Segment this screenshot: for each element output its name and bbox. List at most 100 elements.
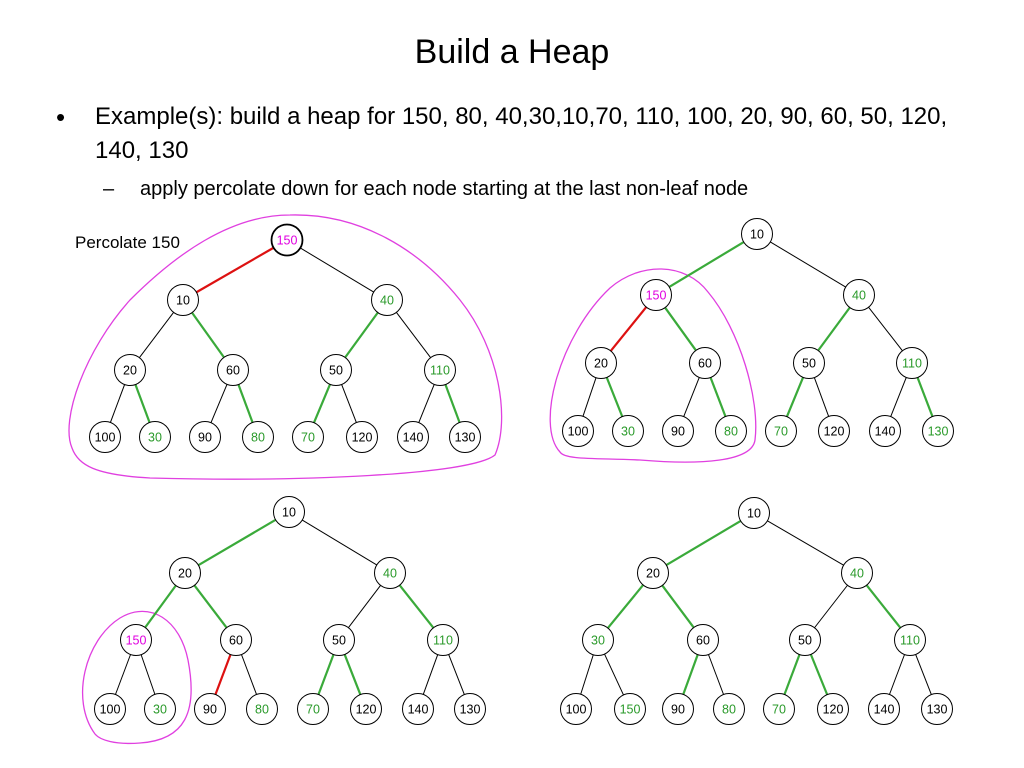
tree-3-edge-10-20 — [197, 518, 277, 567]
node-circle — [114, 354, 146, 386]
node-circle — [614, 693, 646, 725]
tree-2-edge-150-60 — [664, 306, 697, 352]
node-circle — [640, 279, 672, 311]
tree-2-edge-20-30 — [605, 377, 624, 417]
tree-1-edge-40-50 — [344, 311, 379, 359]
tree-2-node: 90 — [662, 415, 694, 447]
tree-3-edge-20-150 — [144, 584, 177, 629]
node-circle — [297, 693, 329, 725]
node-value-label: 10 — [282, 506, 296, 520]
tree-3-node: 110 — [427, 624, 459, 656]
tree-1-node: 10 — [167, 284, 199, 316]
tree-3-node: 140 — [402, 693, 434, 725]
node-circle — [818, 415, 850, 447]
tree-4-node: 110 — [894, 624, 926, 656]
tree-4-node: 140 — [868, 693, 900, 725]
tree-4-node: 60 — [687, 624, 719, 656]
lasso-subtree-150 — [549, 268, 757, 463]
node-circle — [741, 218, 773, 250]
node-value-label: 40 — [383, 567, 397, 581]
node-circle — [662, 415, 694, 447]
node-circle — [612, 415, 644, 447]
node-value-label: 140 — [874, 703, 895, 717]
node-circle — [560, 693, 592, 725]
tree-2-node: 130 — [922, 415, 954, 447]
node-value-label: 90 — [671, 703, 685, 717]
node-value-label: 130 — [928, 425, 949, 439]
lasso-highlights — [68, 214, 757, 745]
node-circle — [89, 421, 121, 453]
tree-4-node: 120 — [817, 693, 849, 725]
node-circle — [427, 624, 459, 656]
node-circle — [582, 624, 614, 656]
tree-1-edge-150-10 — [195, 246, 275, 294]
node-value-label: 20 — [123, 364, 137, 378]
tree-1-edge-50-70 — [312, 383, 332, 424]
node-value-label: 60 — [229, 634, 243, 648]
node-circle — [242, 421, 274, 453]
tree-4-edge-20-30 — [606, 584, 645, 629]
node-value-label: 50 — [332, 634, 346, 648]
node-value-label: 60 — [698, 357, 712, 371]
node-circle — [585, 347, 617, 379]
node-value-label: 110 — [430, 364, 450, 378]
tree-1-node: 60 — [217, 354, 249, 386]
tree-4-node: 20 — [637, 557, 669, 589]
tree-3-edge-50-120 — [343, 654, 362, 695]
node-circle — [217, 354, 249, 386]
node-value-label: 10 — [747, 507, 761, 521]
tree-1-node: 40 — [371, 284, 403, 316]
tree-1-node: 100 — [89, 421, 121, 453]
node-circle — [167, 284, 199, 316]
sub-bullet-dash: – — [103, 178, 115, 200]
tree-4-node: 70 — [763, 693, 795, 725]
tree-2-edge-10-150 — [668, 241, 745, 288]
node-value-label: 110 — [902, 357, 922, 371]
tree-3-edge-110-140 — [422, 654, 439, 695]
tree-1-node: 20 — [114, 354, 146, 386]
node-value-label: 80 — [251, 431, 265, 445]
node-value-label: 150 — [126, 634, 147, 648]
tree-4-edge-110-130 — [915, 654, 932, 695]
tree-2-edge-50-70 — [785, 376, 805, 418]
tree-4-edge-30-150 — [604, 653, 624, 696]
tree-4-node: 30 — [582, 624, 614, 656]
node-value-label: 100 — [566, 703, 587, 717]
tree-2-node: 120 — [818, 415, 850, 447]
tree-4-node: 100 — [560, 693, 592, 725]
tree-2-edge-50-120 — [813, 377, 830, 417]
tree-3-node: 60 — [220, 624, 252, 656]
node-value-label: 90 — [671, 425, 685, 439]
node-circle — [765, 415, 797, 447]
tree-4-edge-10-20 — [665, 519, 742, 567]
node-circle — [346, 421, 378, 453]
tree-3-node: 120 — [350, 693, 382, 725]
tree-2-node: 140 — [869, 415, 901, 447]
node-value-label: 150 — [620, 703, 641, 717]
node-value-label: 30 — [148, 431, 162, 445]
node-circle — [843, 279, 875, 311]
tree-3-node: 50 — [323, 624, 355, 656]
node-circle — [350, 693, 382, 725]
node-circle — [246, 693, 278, 725]
tree-2-node: 80 — [715, 415, 747, 447]
tree-3-edge-50-70 — [317, 654, 335, 695]
tree-3-node: 30 — [144, 693, 176, 725]
node-circle — [817, 693, 849, 725]
node-circle — [397, 421, 429, 453]
node-value-label: 140 — [408, 703, 429, 717]
tree-4-edge-60-90 — [682, 654, 699, 695]
tree-2-edge-110-140 — [890, 377, 907, 417]
node-value-label: 70 — [301, 431, 315, 445]
tree-3-edge-60-80 — [240, 654, 258, 695]
tree-1-node: 110 — [424, 354, 456, 386]
node-value-label: 140 — [403, 431, 424, 445]
node-circle — [189, 421, 221, 453]
tree-1-node: 130 — [449, 421, 481, 453]
tree-1-node: 80 — [242, 421, 274, 453]
tree-2-node: 40 — [843, 279, 875, 311]
node-value-label: 120 — [824, 425, 845, 439]
tree-2-node: 150 — [640, 279, 672, 311]
tree-1-edge-20-30 — [134, 384, 151, 423]
